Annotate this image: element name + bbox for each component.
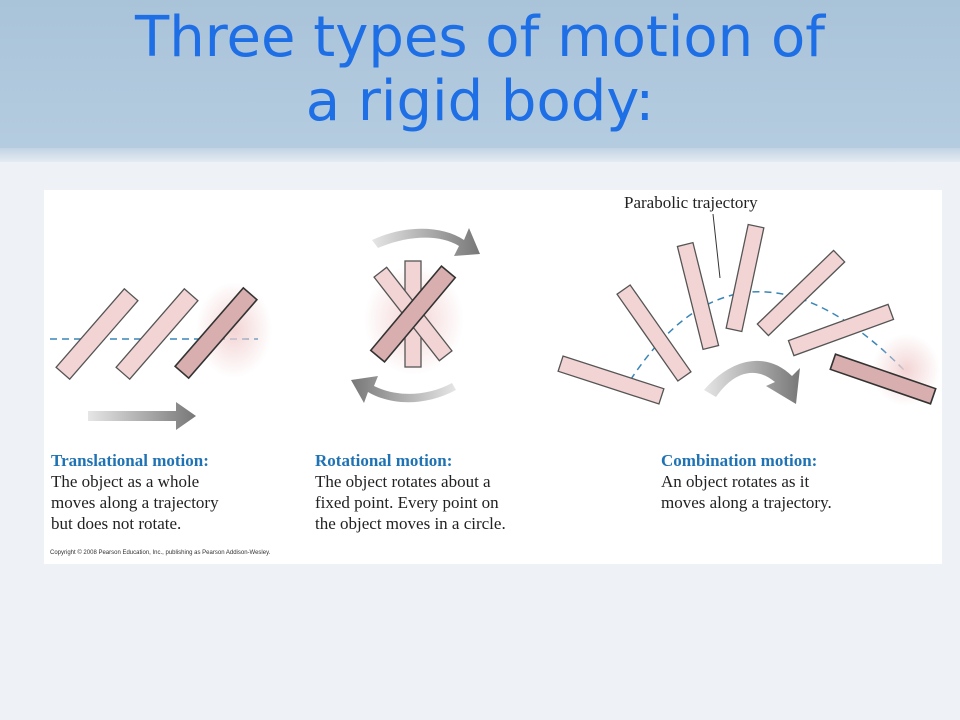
combination-illustration: Parabolic trajectory bbox=[557, 193, 940, 406]
combination-bar-4 bbox=[725, 223, 765, 333]
caption-line: the object moves in a circle. bbox=[315, 514, 506, 533]
caption-combination: Combination motion: An object rotates as… bbox=[661, 451, 832, 512]
caption-line: moves along a trajectory. bbox=[661, 493, 832, 512]
motion-blur bbox=[196, 282, 272, 378]
caption-line: The object rotates about a bbox=[315, 472, 491, 491]
rotational-illustration bbox=[351, 228, 480, 403]
caption-rotational: Rotational motion: The object rotates ab… bbox=[315, 451, 506, 533]
motion-diagram: Parabolic trajectory Translational motio… bbox=[50, 193, 940, 556]
trajectory-label: Parabolic trajectory bbox=[624, 193, 758, 212]
caption-translational: Translational motion: The object as a wh… bbox=[51, 451, 219, 533]
caption-line: fixed point. Every point on bbox=[315, 493, 499, 512]
rotating-bar-current bbox=[369, 264, 457, 364]
caption-title: Translational motion: bbox=[51, 451, 209, 470]
slide-title-line-2: a rigid body: bbox=[305, 69, 655, 134]
motion-figure: Parabolic trajectory Translational motio… bbox=[44, 190, 942, 564]
translating-bar-1 bbox=[55, 287, 139, 381]
caption-line: moves along a trajectory bbox=[51, 493, 219, 512]
copyright-notice: Copyright © 2008 Pearson Education, Inc.… bbox=[50, 549, 271, 556]
slide-title: Three types of motion of a rigid body: bbox=[0, 6, 960, 134]
rotation-arrow-bottom bbox=[351, 376, 456, 403]
combination-bar-2 bbox=[616, 284, 692, 382]
combination-bar-1 bbox=[557, 355, 665, 405]
combination-bar-6 bbox=[787, 303, 895, 357]
combination-bar-5 bbox=[756, 249, 846, 337]
caption-title: Rotational motion: bbox=[315, 451, 452, 470]
caption-line: The object as a whole bbox=[51, 472, 199, 491]
rotation-arrow-top bbox=[372, 228, 480, 256]
title-band bbox=[0, 0, 960, 160]
translation-arrow bbox=[88, 402, 196, 430]
combination-bar-3 bbox=[676, 241, 720, 351]
trajectory-label-pointer bbox=[712, 213, 721, 279]
caption-line: An object rotates as it bbox=[661, 472, 810, 491]
title-band-edge bbox=[0, 148, 960, 162]
translating-bar-2 bbox=[115, 287, 199, 381]
translating-bar-3 bbox=[173, 286, 259, 380]
translational-illustration bbox=[50, 282, 272, 430]
slide-title-line-1: Three types of motion of bbox=[135, 5, 825, 70]
caption-title: Combination motion: bbox=[661, 451, 817, 470]
combination-rotation-arrow bbox=[704, 360, 800, 404]
caption-line: but does not rotate. bbox=[51, 514, 181, 533]
combination-bar-7 bbox=[829, 353, 937, 405]
